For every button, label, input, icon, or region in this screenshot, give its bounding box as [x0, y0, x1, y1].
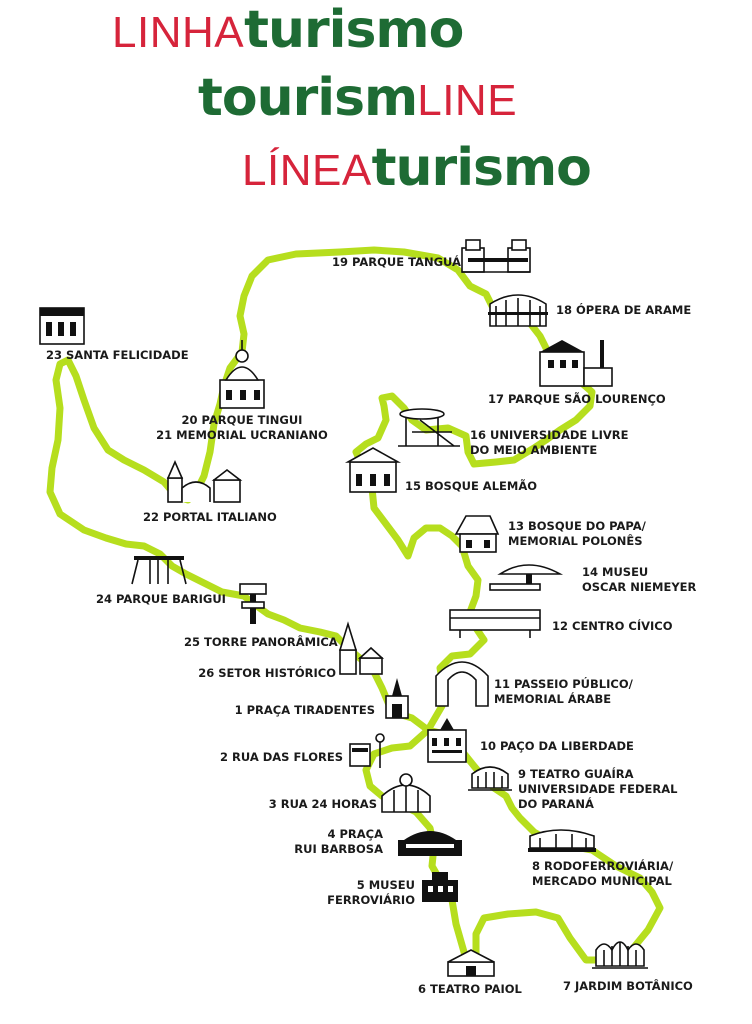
title-line-3-thin: LÍNEA	[242, 146, 372, 195]
stop-label-line: 10 PAÇO DA LIBERDADE	[480, 739, 634, 753]
title-line-1-thin: LINHA	[112, 8, 245, 57]
stop-label-line: 6 TEATRO PAIOL	[418, 982, 523, 996]
stop-label-26: 26 SETOR HISTÓRICO	[198, 665, 336, 680]
title-line-1-bold: turismo	[244, 0, 464, 60]
title-line-2-bold: tourism	[198, 68, 418, 128]
praca-tiradentes-icon	[385, 678, 409, 719]
parque-sao-lourenco-icon	[539, 340, 613, 387]
centro-civico-icon	[449, 609, 541, 638]
stop-label-line: 18 ÓPERA DE ARAME	[556, 302, 691, 317]
museu-ferroviario-icon	[422, 872, 458, 902]
stop-label-line: 16 UNIVERSIDADE LIVRE	[470, 428, 629, 442]
stop-label-line: 8 RODOFERROVIÁRIA/	[532, 858, 674, 873]
title-line-3: LÍNEAturismo	[242, 142, 592, 195]
title-line-2: tourismLINE	[198, 72, 517, 124]
bosque-alemao-icon	[344, 447, 402, 493]
praca-rui-barbosa-icon	[398, 831, 462, 856]
stop-label-line: DO MEIO AMBIENTE	[470, 443, 597, 457]
stop-label-line: 20 PARQUE TINGUI	[182, 413, 303, 427]
passeio-publico-icon	[435, 661, 489, 707]
stop-label-line: 26 SETOR HISTÓRICO	[198, 665, 336, 680]
portal-italiano-icon	[166, 460, 243, 503]
route-path-loop	[46, 246, 596, 734]
stop-label-line: 19 PARQUE TANGUÁ	[332, 254, 461, 269]
stop-label-2: 2 RUA DAS FLORES	[220, 750, 343, 764]
title-line-3-bold: turismo	[371, 138, 592, 198]
rodoferroviaria-icon	[528, 829, 596, 852]
stop-label-25: 25 TORRE PANORÂMICA	[184, 634, 338, 649]
stop-label-line: 14 MUSEU	[582, 565, 648, 579]
stop-label-line: MERCADO MUNICIPAL	[532, 874, 672, 888]
stop-label-line: 12 CENTRO CÍVICO	[552, 618, 673, 633]
rua-24-horas-icon	[381, 773, 431, 813]
stop-label-24: 24 PARQUE BARIGUI	[96, 592, 226, 606]
paco-da-liberdade-icon	[427, 718, 467, 763]
parque-tangua-icon	[461, 239, 531, 273]
teatro-paiol-icon	[447, 949, 495, 977]
stop-label-line: 21 MEMORIAL UCRANIANO	[156, 428, 328, 442]
setor-historico-icon	[338, 621, 385, 675]
stop-label-15: 15 BOSQUE ALEMÃO	[405, 478, 537, 493]
stop-label-line: 22 PORTAL ITALIANO	[143, 510, 277, 524]
teatro-guaira-icon	[468, 766, 512, 791]
stop-label-10: 10 PAÇO DA LIBERDADE	[480, 739, 634, 753]
bosque-do-papa-icon	[454, 515, 500, 553]
title-line-1: LINHAturismo	[112, 4, 464, 57]
opera-de-arame-icon	[488, 294, 548, 327]
stop-label-17: 17 PARQUE SÃO LOURENÇO	[488, 391, 666, 406]
stop-labels: 19 PARQUE TANGUÁ 18 ÓPERA DE ARAME 17 PA…	[46, 254, 696, 996]
universidade-livre-icon	[398, 408, 460, 447]
stop-label-line: 1 PRAÇA TIRADENTES	[235, 703, 375, 717]
stop-label-7: 7 JARDIM BOTÂNICO	[563, 978, 693, 993]
stop-label-line: MEMORIAL POLONÊS	[508, 533, 643, 548]
parque-barigui-icon	[131, 556, 187, 585]
memorial-ucraniano-icon	[219, 340, 265, 409]
rua-das-flores-icon	[349, 733, 385, 768]
stop-label-8: 8 RODOFERROVIÁRIA/MERCADO MUNICIPAL	[532, 858, 674, 888]
stop-label-13: 13 BOSQUE DO PAPA/MEMORIAL POLONÊS	[508, 519, 647, 548]
stop-label-11: 11 PASSEIO PÚBLICO/MEMORIAL ÁRABE	[494, 676, 634, 706]
stop-label-line: OSCAR NIEMEYER	[582, 580, 696, 594]
stop-label-3: 3 RUA 24 HORAS	[269, 797, 377, 811]
title-line-2-thin: LINE	[417, 76, 518, 125]
jardim-botanico-icon	[592, 941, 648, 969]
stop-label-line: 15 BOSQUE ALEMÃO	[405, 478, 537, 493]
torre-panoramica-icon	[239, 583, 267, 624]
stop-label-line: 23 SANTA FELICIDADE	[46, 348, 189, 362]
stop-label-1: 1 PRAÇA TIRADENTES	[235, 703, 375, 717]
stop-label-line: 11 PASSEIO PÚBLICO/	[494, 676, 634, 691]
stop-label-line: MEMORIAL ÁRABE	[494, 691, 611, 706]
stop-label-6: 6 TEATRO PAIOL	[418, 982, 523, 996]
stop-label-line: 9 TEATRO GUAÍRA	[518, 766, 634, 781]
stop-label-line: 24 PARQUE BARIGUI	[96, 592, 226, 606]
stop-label-line: UNIVERSIDADE FEDERAL	[518, 782, 678, 796]
stop-label-19: 19 PARQUE TANGUÁ	[332, 254, 461, 269]
stop-label-line: 5 MUSEU	[357, 878, 415, 892]
santa-felicidade-icon	[39, 307, 85, 345]
stop-label-line: FERROVIÁRIO	[327, 892, 415, 907]
stop-label-12: 12 CENTRO CÍVICO	[552, 618, 673, 633]
stop-label-line: 17 PARQUE SÃO LOURENÇO	[488, 391, 666, 406]
stop-label-line: 25 TORRE PANORÂMICA	[184, 634, 338, 649]
stop-label-line: RUI BARBOSA	[294, 842, 383, 856]
landmark-icons	[39, 239, 648, 977]
stop-label-line: 2 RUA DAS FLORES	[220, 750, 343, 764]
stop-label-22: 22 PORTAL ITALIANO	[143, 510, 277, 524]
stop-label-line: 4 PRAÇA	[327, 827, 383, 841]
stop-label-line: 7 JARDIM BOTÂNICO	[563, 978, 693, 993]
stop-label-18: 18 ÓPERA DE ARAME	[556, 302, 691, 317]
stop-label-line: DO PARANÁ	[518, 796, 594, 811]
museu-oscar-niemeyer-icon	[489, 564, 564, 591]
stop-label-line: 3 RUA 24 HORAS	[269, 797, 377, 811]
stop-label-23: 23 SANTA FELICIDADE	[46, 348, 189, 362]
stop-label-line: 13 BOSQUE DO PAPA/	[508, 519, 647, 533]
